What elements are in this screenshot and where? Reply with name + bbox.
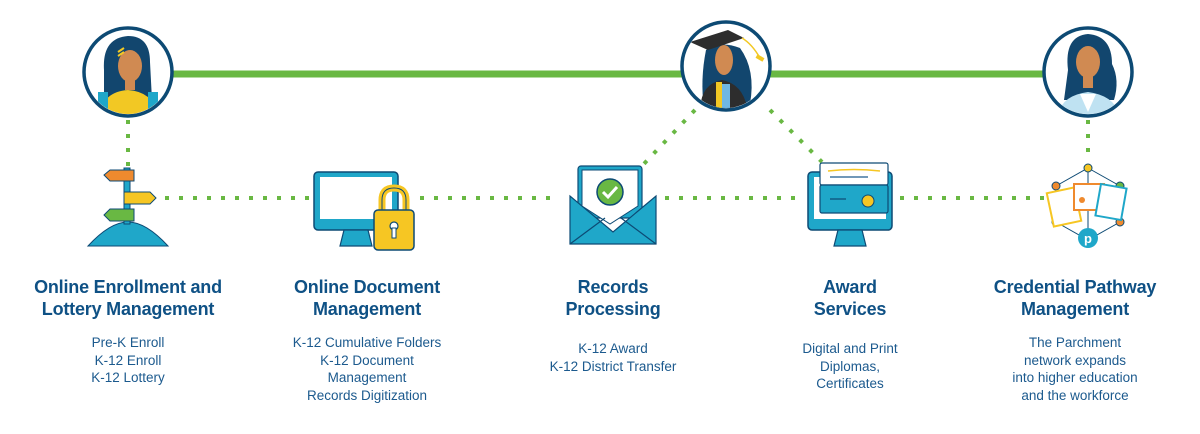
- graduate-avatar: [680, 20, 772, 112]
- signpost-icon: [86, 167, 170, 247]
- stage-item: Digital and Print: [802, 341, 898, 356]
- stage-item: into higher education: [1012, 370, 1138, 385]
- stage-item: K-12 Lottery: [91, 370, 165, 385]
- credential-network-icon: p: [1045, 163, 1128, 248]
- stage-item: K-12 Cumulative Folders: [292, 335, 442, 350]
- stage-item: Management: [327, 370, 407, 385]
- stage-description: Digital and Print Diplomas, Certificates: [730, 340, 970, 393]
- connector-grad-right: [768, 108, 824, 164]
- stage-description: K-12 Award K-12 District Transfer: [493, 340, 733, 375]
- stage-item: Diplomas,: [819, 358, 881, 374]
- stage-item: K-12 Enroll: [94, 352, 162, 368]
- stage-description: The Parchment network expands into highe…: [955, 334, 1195, 404]
- envelope-check-icon: [569, 165, 657, 245]
- stage-item: K-12 Award: [578, 341, 648, 356]
- connector-grad-left: [638, 108, 697, 170]
- stage-item: network expands: [1023, 352, 1127, 368]
- professional-avatar: [1042, 26, 1134, 118]
- stage-item: The Parchment: [1028, 335, 1122, 350]
- stage-description: Pre-K Enroll K-12 Enroll K-12 Lottery: [8, 334, 248, 387]
- stage-description: K-12 Cumulative Folders K-12 Document Ma…: [247, 334, 487, 404]
- stage-item: K-12 District Transfer: [549, 358, 677, 374]
- stage-item: Pre-K Enroll: [91, 335, 165, 350]
- monitor-lock-icon: [313, 171, 415, 251]
- student-avatar: [82, 26, 174, 118]
- stage-item: Records Digitization: [306, 387, 428, 403]
- parchment-logo: p: [1084, 231, 1092, 246]
- stage-item: Certificates: [816, 376, 884, 391]
- monitor-certificate-icon: [807, 162, 893, 247]
- stage-item: K-12 Document: [320, 352, 414, 368]
- stage-item: and the workforce: [1021, 387, 1129, 403]
